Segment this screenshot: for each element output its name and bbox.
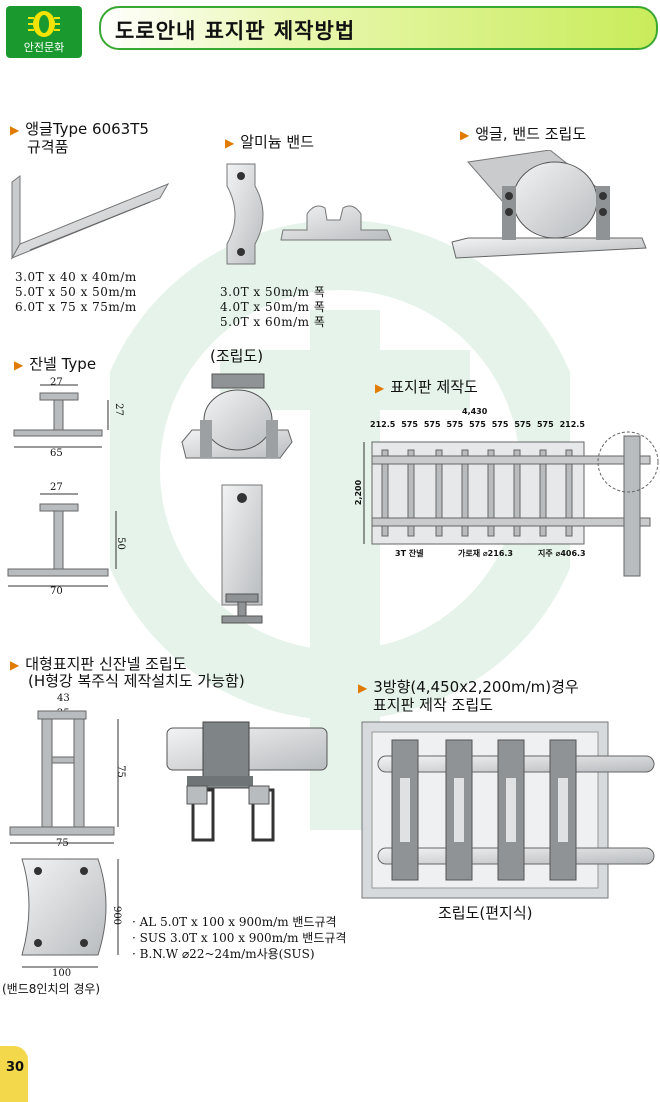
dim-label: 43 (57, 693, 70, 704)
large-channel-assembly-drawing (166, 721, 328, 842)
callout-label: 3T 잔넬 (395, 549, 424, 558)
three-way-caption: 조립도(편지식) (438, 904, 533, 922)
dim-label: 70 (50, 586, 63, 597)
bullet-icon: ▶ (225, 136, 235, 150)
large-channel-profile (9, 710, 119, 844)
large-band-drawing (21, 858, 119, 968)
page-number: 30 (6, 1060, 25, 1075)
bullet-icon: ▶ (14, 358, 24, 372)
dim-label: 100 (52, 968, 72, 979)
angle-specs: 3.0T x 40 x 40m/m 5.0T x 50 x 50m/m 6.0T… (15, 270, 137, 314)
sign-build-heading: ▶표지판 제작도 (375, 378, 478, 396)
bullet-icon: ▶ (375, 381, 385, 395)
logo-text: 안전문화 (23, 41, 65, 54)
mid-assembly-drawing (181, 373, 293, 624)
logo-mark-icon (28, 11, 60, 37)
band-note: (밴드8인치의 경우) (2, 982, 101, 996)
channel-profile-1 (13, 384, 109, 448)
dim-label: 900 (111, 905, 123, 926)
band-heading: ▶알미늄 밴드 (225, 133, 315, 151)
angle-drawing (10, 175, 170, 260)
span-dimensions: 212.5 575 575 575 575 575 575 575 212.5 (370, 420, 585, 429)
callout-label: 가로재 ⌀216.3 (458, 549, 513, 558)
page-number-tab (0, 1046, 28, 1102)
channel-heading: ▶잔넬 Type (14, 355, 97, 373)
bullet-icon: ▶ (460, 128, 470, 142)
mid-assembly-label: (조립도) (210, 347, 264, 365)
dim-label: 50 (114, 537, 126, 550)
dim-label: 75 (56, 838, 69, 849)
bullet-icon: ▶ (10, 123, 20, 137)
bullet-icon: ▶ (10, 658, 20, 672)
logo: 안전문화 (6, 6, 82, 58)
large-channel-heading: ▶대형표지판 신잔넬 조립도 (10, 655, 187, 673)
angle-band-assembly-heading: ▶앵글, 밴드 조립도 (460, 125, 587, 143)
three-way-subheading: 표지판 제작 조립도 (373, 696, 493, 714)
sign-build-drawing (363, 431, 659, 577)
dim-label: 27 (50, 482, 63, 493)
page-title: 도로안내 표지판 제작방법 (115, 19, 356, 43)
band-drawing (226, 163, 392, 265)
angle-band-assembly-drawing (451, 150, 647, 259)
bullet-icon: ▶ (358, 681, 368, 695)
angle-subheading: 규격품 (27, 138, 69, 156)
three-way-heading: ▶3방향(4,450x2,200m/m)경우 (358, 678, 579, 696)
dim-label: 27 (112, 403, 124, 416)
callout-label: 지주 ⌀406.3 (538, 549, 586, 558)
angle-heading: ▶앵글Type 6063T5 (10, 120, 149, 138)
three-way-drawing (361, 721, 655, 899)
band-spec-notes: · AL 5.0T x 100 x 900m/m 밴드규격 · SUS 3.0T… (132, 915, 347, 961)
title-banner: 도로안내 표지판 제작방법 (99, 6, 658, 50)
channel-profile-2 (7, 493, 117, 587)
large-channel-subheading: (H형강 복주식 제작설치도 가능함) (28, 672, 245, 690)
dim-label: 27 (50, 377, 63, 388)
dim-label: 65 (50, 448, 63, 459)
dim-label: 75 (114, 765, 126, 778)
band-specs: 3.0T x 50m/m 폭 4.0T x 50m/m 폭 5.0T x 60m… (220, 285, 326, 329)
total-width-label: 4,430 (462, 407, 488, 416)
